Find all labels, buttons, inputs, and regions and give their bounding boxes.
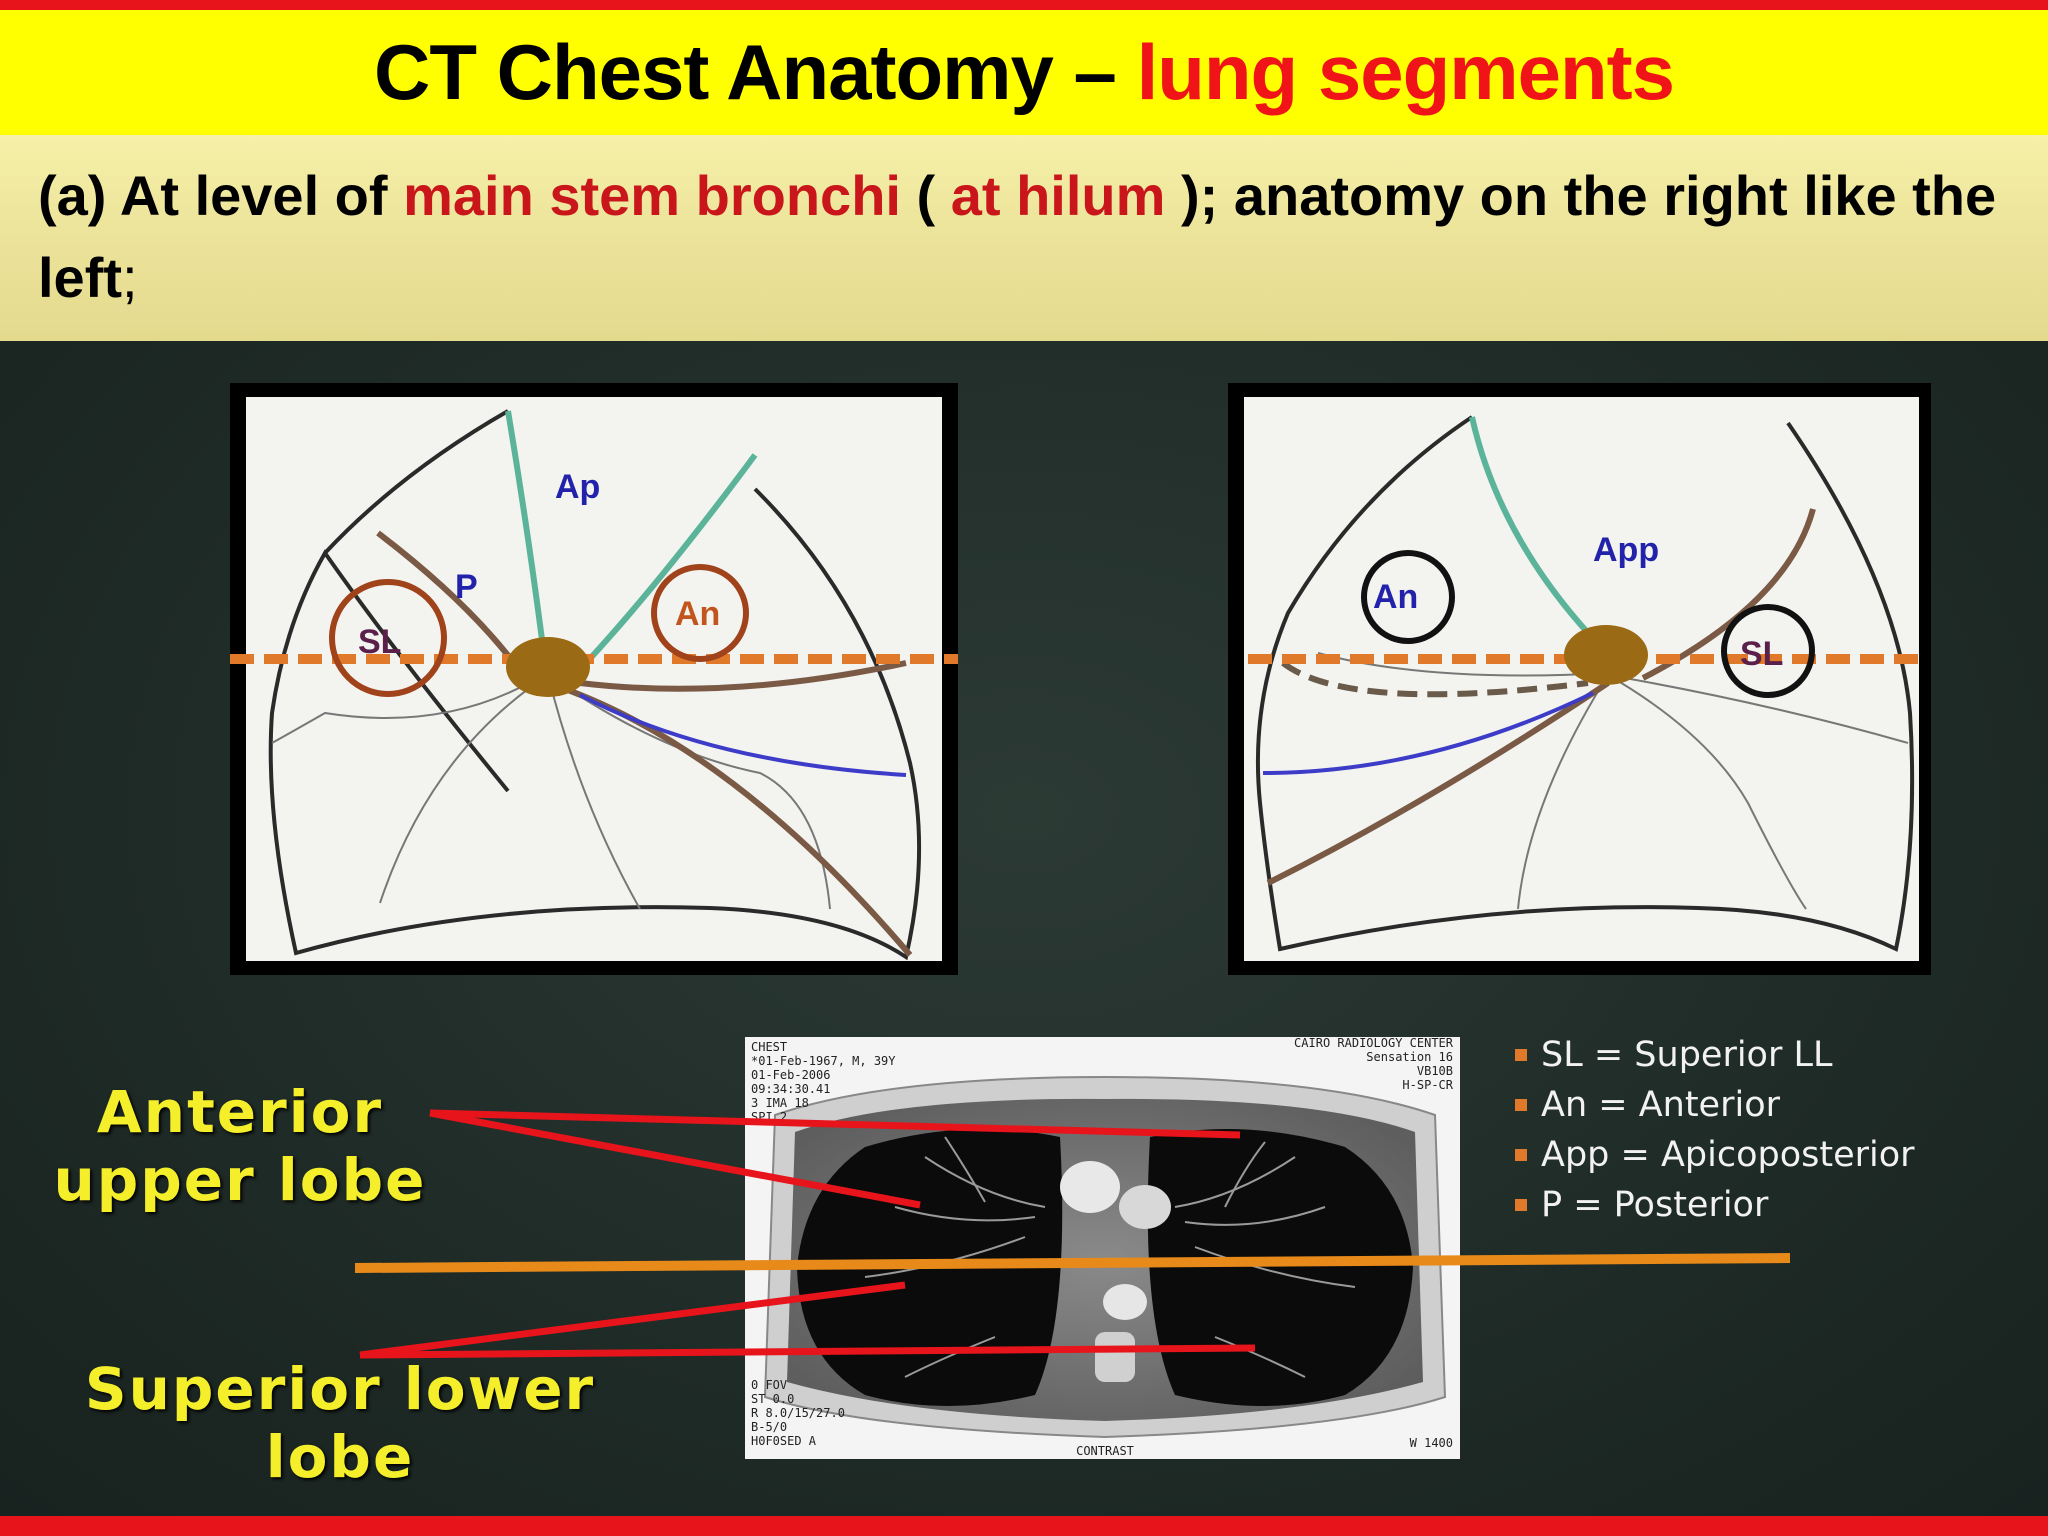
ct-header-left-1: *01-Feb-1967, M, 39Y bbox=[751, 1054, 896, 1068]
label-p: P bbox=[455, 568, 478, 606]
subtitle-red2: at hilum bbox=[950, 164, 1166, 227]
label-anterior-line1: Anterior bbox=[96, 1078, 384, 1146]
legend-item: P = Posterior bbox=[1515, 1180, 2035, 1230]
subtitle-part2: ( bbox=[900, 164, 951, 227]
label-ap: Ap bbox=[555, 468, 600, 506]
ct-header-right-0: CAIRO RADIOLOGY CENTER bbox=[1294, 1037, 1454, 1050]
right-lung-drawing: An App SL bbox=[1244, 397, 1919, 961]
ct-header-left-5: SPI 2 bbox=[751, 1110, 787, 1124]
legend-item-app: App = Apicoposterior bbox=[1541, 1135, 1915, 1175]
title-bar: CT Chest Anatomy – lung segments bbox=[0, 10, 2048, 135]
left-lung-diagram: Ap P SL An bbox=[230, 383, 958, 975]
bullet-icon bbox=[1515, 1149, 1527, 1161]
label-superior-lower-lobe: Superior lower lobe bbox=[40, 1355, 640, 1491]
label-superior-line1: Superior lower bbox=[84, 1355, 596, 1423]
bullet-icon bbox=[1515, 1199, 1527, 1211]
ct-header-right-1: Sensation 16 bbox=[1366, 1050, 1453, 1064]
ct-footer-center: CONTRAST bbox=[1076, 1444, 1134, 1458]
ct-header-left-0: CHEST bbox=[751, 1040, 787, 1054]
legend-item: An = Anterior bbox=[1515, 1080, 2035, 1130]
legend-item-sl: SL = Superior LL bbox=[1541, 1035, 1833, 1075]
ct-header-left-3: 09:34:30.41 bbox=[751, 1082, 830, 1096]
ct-footer-right: W 1400 bbox=[1410, 1436, 1453, 1450]
label-an: An bbox=[675, 595, 720, 633]
title-main: CT Chest Anatomy – bbox=[374, 28, 1137, 116]
legend-item-p: P = Posterior bbox=[1541, 1185, 1769, 1225]
ct-scan-image: CHEST *01-Feb-1967, M, 39Y 01-Feb-2006 0… bbox=[745, 1036, 1460, 1459]
legend-list: SL = Superior LL An = Anterior App = Api… bbox=[1515, 1030, 2035, 1230]
label-sl: SL bbox=[358, 623, 401, 661]
ct-header-left-4: 3 IMA 18 bbox=[751, 1096, 809, 1110]
ct-header-right-3: H-SP-CR bbox=[1402, 1078, 1453, 1092]
bullet-icon bbox=[1515, 1049, 1527, 1061]
right-lung-diagram: An App SL bbox=[1228, 383, 1931, 975]
subtitle: (a) At level of main stem bronchi ( at h… bbox=[38, 155, 2008, 319]
ct-footer-left-1: ST 0.0 bbox=[751, 1392, 794, 1406]
subtitle-part1: (a) At level of bbox=[38, 164, 404, 227]
subtitle-area: (a) At level of main stem bronchi ( at h… bbox=[0, 135, 2048, 341]
legend-item-an: An = Anterior bbox=[1541, 1085, 1781, 1125]
label-sl-right: SL bbox=[1740, 635, 1783, 673]
subtitle-part3: ); anatomy on the right like the left bbox=[38, 164, 1997, 309]
slide-title: CT Chest Anatomy – lung segments bbox=[374, 27, 1675, 118]
label-an-right: An bbox=[1373, 578, 1418, 616]
ct-footer-left-0: 0 FOV bbox=[751, 1378, 787, 1392]
bullet-icon bbox=[1515, 1099, 1527, 1111]
subtitle-part4: ; bbox=[122, 246, 138, 309]
left-lung-drawing: Ap P SL An bbox=[230, 397, 958, 961]
label-anterior-upper-lobe: Anterior upper lobe bbox=[30, 1078, 450, 1214]
legend-item: SL = Superior LL bbox=[1515, 1030, 2035, 1080]
top-border bbox=[0, 0, 2048, 10]
ct-footer-left-2: R 8.0/15/27.0 bbox=[751, 1406, 845, 1420]
ct-header-right-2: VB10B bbox=[1417, 1064, 1453, 1078]
ct-footer-left-4: H0F0SED A bbox=[751, 1434, 817, 1448]
label-superior-line2: lobe bbox=[265, 1423, 415, 1491]
ct-header-left-2: 01-Feb-2006 bbox=[751, 1068, 830, 1082]
label-app: App bbox=[1593, 531, 1659, 569]
bottom-border bbox=[0, 1516, 2048, 1536]
label-anterior-line2: upper lobe bbox=[53, 1146, 427, 1214]
title-highlight: lung segments bbox=[1136, 28, 1675, 116]
legend-item: App = Apicoposterior bbox=[1515, 1130, 2035, 1180]
subtitle-red1: main stem bronchi bbox=[403, 164, 901, 227]
ct-scan-drawing: CHEST *01-Feb-1967, M, 39Y 01-Feb-2006 0… bbox=[745, 1036, 1460, 1459]
ct-footer-left-3: B-5/0 bbox=[751, 1420, 787, 1434]
